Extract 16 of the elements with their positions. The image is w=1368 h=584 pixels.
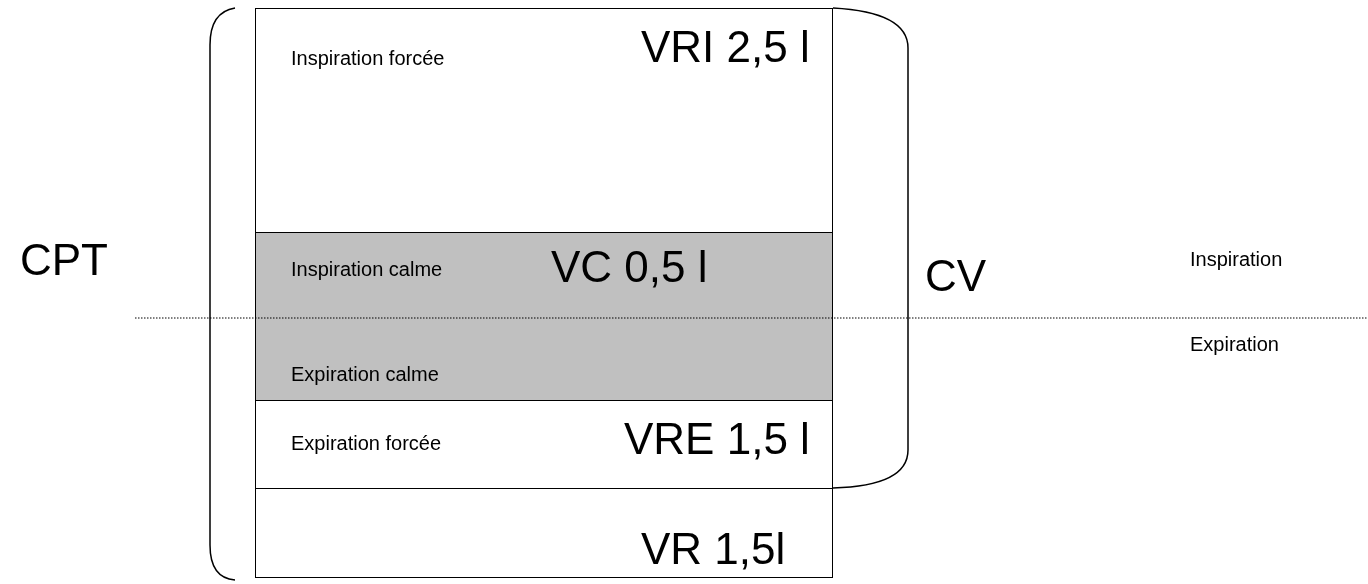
- abbreviation-label: CV: [925, 252, 987, 301]
- phase-label: Inspiration: [1190, 248, 1283, 270]
- phase-label: Expiration: [1190, 333, 1279, 355]
- process-label: Expiration forcée: [291, 432, 442, 454]
- volume-label: VRI 2,5 l: [641, 23, 810, 72]
- volume-box: [255, 232, 833, 401]
- process-label: Expiration calme: [291, 363, 439, 385]
- process-label: Inspiration forcée: [291, 47, 445, 69]
- abbreviation-label: CPT: [20, 236, 108, 285]
- process-label: Inspiration calme: [291, 258, 443, 280]
- volume-box: [255, 8, 833, 233]
- volume-label: VR 1,5l: [641, 525, 786, 574]
- volume-box: [255, 400, 833, 489]
- volume-label: VC 0,5 l: [551, 243, 708, 292]
- volume-box: [255, 488, 833, 578]
- volume-label: VRE 1,5 l: [624, 415, 810, 464]
